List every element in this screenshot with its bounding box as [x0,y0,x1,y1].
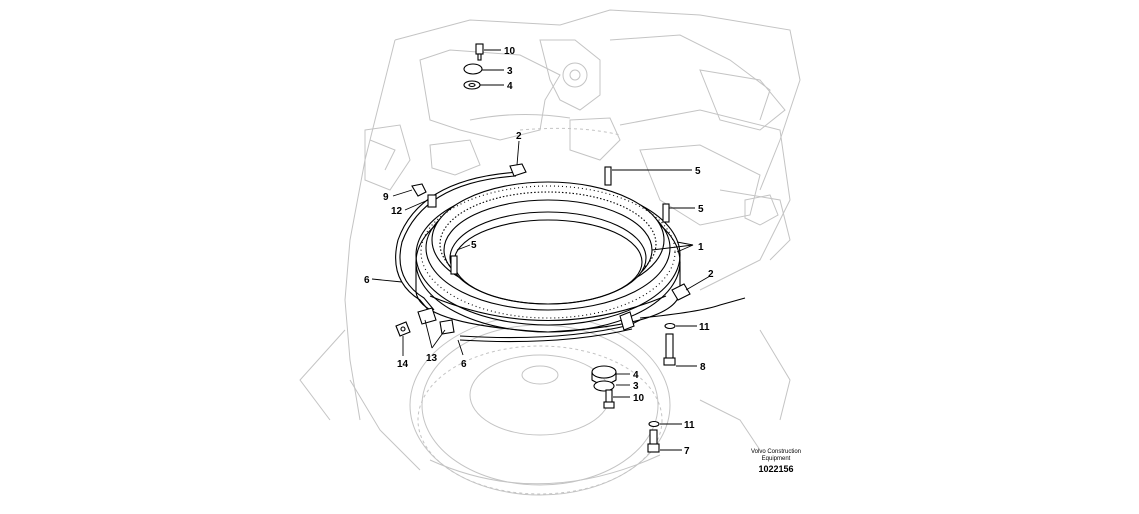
background-frame [299,9,801,496]
callout-7: 7 [684,446,690,457]
callout-6-bottom: 6 [461,359,467,370]
callout-14: 14 [397,359,409,370]
callout-1: 1 [698,242,704,253]
callout-labels: 10 3 4 2 5 5 5 9 12 1 2 6 6 11 8 13 14 4… [364,46,714,457]
callout-5-c: 5 [471,240,477,251]
fittings [395,43,691,453]
callout-8: 8 [700,362,706,373]
document-number: 1022156 [758,464,794,474]
callout-5-b: 5 [698,204,704,215]
brand-line-1: Volvo Construction [750,449,802,455]
leader-lines [371,49,711,451]
callout-3-bottom: 3 [633,381,639,392]
callout-5-a: 5 [695,166,701,177]
callout-13: 13 [426,353,438,364]
callout-3-top: 3 [507,66,513,77]
callout-11-b: 11 [684,420,695,431]
callout-4-bottom: 4 [633,370,639,381]
callout-11-a: 11 [699,322,710,333]
lube-pipes [395,171,746,343]
callout-12: 12 [391,206,403,217]
slewing-ring [415,181,681,333]
callout-2-top: 2 [516,131,522,142]
callout-6-left: 6 [364,275,370,286]
callout-4-top: 4 [507,81,513,92]
callout-10-bottom: 10 [633,393,645,404]
callout-10-top: 10 [504,46,516,57]
callout-9: 9 [383,192,389,203]
brand-line-2: Equipment [761,456,791,462]
brand-caption: Volvo Construction Equipment [726,449,826,463]
callout-2-right: 2 [708,269,714,280]
